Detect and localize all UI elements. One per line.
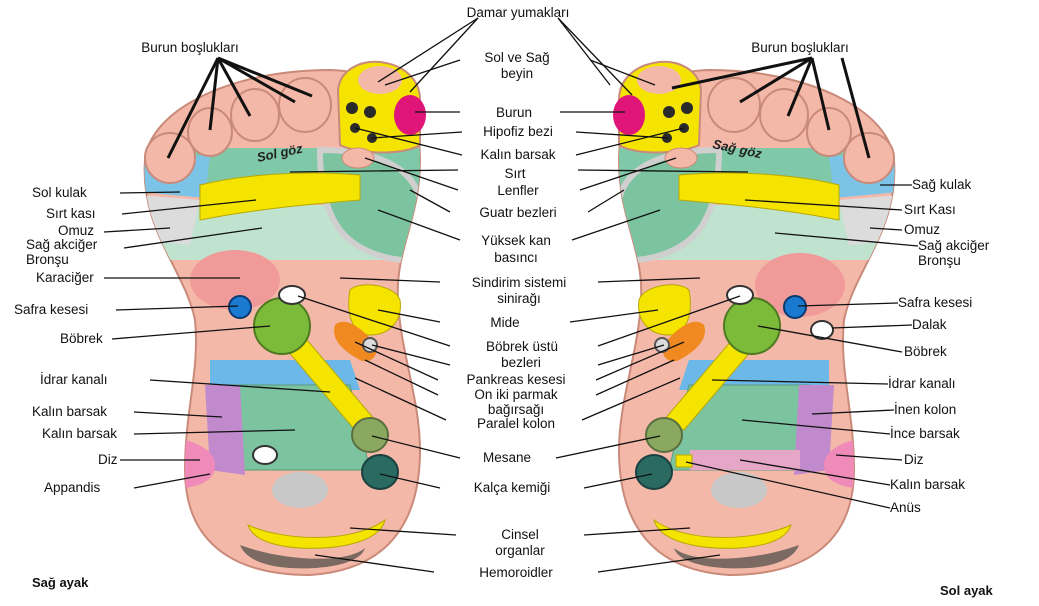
label-on-iki-parmak: On iki parmak: [474, 387, 558, 402]
label-appandis: Appandis: [44, 480, 101, 495]
foot-label-sol-ayak: Sol ayak: [940, 583, 994, 598]
label-diz-right: Diz: [904, 452, 924, 467]
right-dot-3: [350, 123, 360, 133]
label-kalin-barsak-left-2: Kalın barsak: [42, 426, 117, 441]
label-mide: Mide: [490, 315, 519, 330]
label-kalin-barsak-center: Kalın barsak: [480, 147, 555, 162]
right-toe-4: [188, 108, 232, 156]
label-karaciger: Karaciğer: [36, 270, 94, 285]
label-lenfler: Lenfler: [497, 183, 539, 198]
foot-label-sag-ayak: Sağ ayak: [32, 575, 89, 590]
left-foot: Sağ göz: [610, 62, 900, 575]
left-zone-heel: [711, 472, 767, 508]
left-dot-1: [681, 102, 693, 114]
label-sirt-kasi-left: Sırt kası: [46, 206, 96, 221]
right-zone-mesane: [352, 418, 388, 452]
left-zone-mesane: [646, 418, 682, 452]
label-inen-kolon: İnen kolon: [894, 402, 956, 417]
label-guatr-bezleri: Guatr bezleri: [479, 205, 556, 220]
left-zone-omuz: [839, 195, 899, 245]
label-sirt: Sırt: [504, 166, 525, 181]
label-bronsu-right: Bronşu: [918, 253, 961, 268]
label-bobrek-right: Böbrek: [904, 344, 947, 359]
left-white-node-1: [727, 286, 753, 304]
label-organlar: organlar: [495, 543, 545, 558]
label-mesane: Mesane: [483, 450, 531, 465]
label-sag-kulak: Sağ kulak: [912, 177, 972, 192]
label-bobrek-left: Böbrek: [60, 331, 103, 346]
label-idrar-left: İdrar kanalı: [40, 372, 108, 387]
label-paralel-kolon: Paralel kolon: [477, 416, 555, 431]
label-burun-bosluklari-right: Burun boşlukları: [751, 40, 849, 55]
label-basinci: basıncı: [494, 250, 538, 265]
label-anus: Anüs: [890, 500, 921, 515]
label-cinsel: Cinsel: [501, 527, 539, 542]
label-bezleri: bezleri: [501, 355, 541, 370]
label-yuksek-kan: Yüksek kan: [481, 233, 551, 248]
label-dalak: Dalak: [912, 317, 947, 332]
right-zone-kalca: [362, 455, 398, 489]
label-sol-kulak: Sol kulak: [32, 185, 87, 200]
left-zone-safra: [784, 296, 806, 318]
label-idrar-right: İdrar kanalı: [888, 376, 956, 391]
right-zone-burun: [394, 95, 426, 135]
label-safra-left: Safra kesesi: [14, 302, 88, 317]
right-zone-bobrek-ustu: [363, 338, 377, 352]
right-zone-omuz: [140, 195, 200, 245]
left-zone-bobrek: [724, 298, 780, 354]
left-toe-3: [760, 89, 808, 141]
label-hemoroidler: Hemoroidler: [479, 565, 553, 580]
label-burun: Burun: [496, 105, 532, 120]
left-zone-anus: [676, 455, 692, 467]
left-zone-burun: [613, 95, 645, 135]
label-beyin: beyin: [501, 66, 533, 81]
label-sag-akciger-right: Sağ akciğer: [918, 238, 990, 253]
right-toe-5: [145, 133, 195, 183]
left-toe-2: [708, 78, 760, 132]
label-hipofiz-bezi: Hipofiz bezi: [483, 124, 553, 139]
right-zone-heel: [272, 472, 328, 508]
left-dot-3: [679, 123, 689, 133]
label-kalca-kemigi: Kalça kemiği: [474, 480, 551, 495]
label-omuz-right: Omuz: [904, 222, 940, 237]
label-kalin-barsak-right: Kalın barsak: [890, 477, 965, 492]
label-damar-yumaklari: Damar yumakları: [467, 5, 570, 20]
right-dot-2: [364, 106, 376, 118]
right-foot: Sol göz: [140, 62, 430, 575]
label-burun-bosluklari-left: Burun boşlukları: [141, 40, 239, 55]
right-zone-safra: [229, 296, 251, 318]
label-pankreas: Pankreas kesesi: [466, 372, 565, 387]
right-white-node-2: [253, 446, 277, 464]
left-toe-4: [807, 108, 851, 156]
label-diz-left: Diz: [98, 452, 118, 467]
label-sirt-kasi-right: Sırt Kası: [904, 202, 956, 217]
label-omuz-left: Omuz: [58, 223, 94, 238]
label-safra-right: Safra kesesi: [898, 295, 972, 310]
label-siniragi: sinirağı: [497, 291, 541, 306]
right-dot-1: [346, 102, 358, 114]
label-bronsu-left: Bronşu: [26, 252, 69, 267]
left-zone-kalca: [636, 455, 672, 489]
label-sol-ve-sag: Sol ve Sağ: [484, 50, 549, 65]
label-bobrek-ustu: Böbrek üstü: [486, 339, 558, 354]
right-white-node-1: [279, 286, 305, 304]
label-ince-barsak: İnce barsak: [890, 426, 960, 441]
label-sag-akciger-left: Sağ akciğer: [26, 237, 98, 252]
left-zone-lenf: [665, 148, 697, 168]
label-bagirsagi: bağırsağı: [488, 402, 544, 417]
label-sindirim: Sindirim sistemi: [472, 275, 567, 290]
right-zone-lenf: [342, 148, 374, 168]
left-dot-2: [663, 106, 675, 118]
label-kalin-barsak-left-1: Kalın barsak: [32, 404, 107, 419]
